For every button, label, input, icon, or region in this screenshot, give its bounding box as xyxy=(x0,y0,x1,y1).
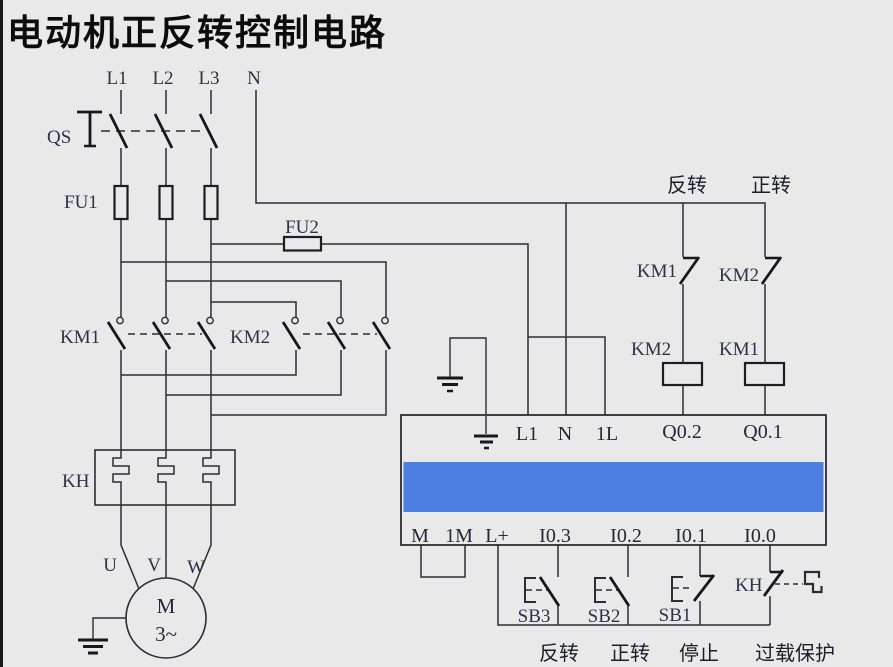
coil-icon xyxy=(743,361,786,387)
contactor-contact-icons xyxy=(106,316,392,350)
fuse-icon xyxy=(158,184,174,221)
terminal-w-label: W xyxy=(187,557,205,578)
plc-terminal-i01: I0.1 xyxy=(675,525,707,547)
button-actuator-icon xyxy=(671,576,683,602)
heater-element-icon xyxy=(192,350,220,590)
plc-terminal-1l: 1L xyxy=(596,423,618,445)
km1-main-label: KM1 xyxy=(60,327,100,348)
plc-terminal-n: N xyxy=(558,423,572,445)
heater-element-icon xyxy=(112,350,140,590)
supply-wires xyxy=(120,90,766,317)
sb3-label: SB3 xyxy=(518,606,551,627)
overload-trip-icon xyxy=(803,570,823,594)
thermal-relay-box xyxy=(94,449,236,506)
kh-contact-label: KH xyxy=(735,575,763,596)
plc-terminal-q02: Q0.2 xyxy=(662,421,701,443)
overload-contact-kh: KH xyxy=(735,569,823,597)
control-fuse-fu2: FU2 xyxy=(211,217,529,415)
input-circuits: SB3 SB2 SB1 KH 反转 正转 停止 过载保护 xyxy=(420,545,835,665)
heater-element-icon xyxy=(157,350,175,578)
kh-label: KH xyxy=(62,471,90,492)
fuse-icon xyxy=(203,184,219,221)
nc-contact-km2-label: KM2 xyxy=(719,265,759,286)
input-common-rail xyxy=(497,545,770,626)
plc-supply-wires xyxy=(437,203,606,415)
pushbutton-sb3: SB3 xyxy=(518,576,561,627)
coil-km1-label: KM1 xyxy=(719,339,759,360)
1l-jumper-wire xyxy=(528,336,606,415)
plc-terminal-i00: I0.0 xyxy=(744,525,776,547)
forward-branch-caption: 正转 xyxy=(751,174,791,197)
fuse-icon xyxy=(113,184,129,221)
neutral-wire xyxy=(255,90,766,257)
main-fuse-fu1: FU1 xyxy=(64,184,219,221)
plc-terminal-m: M xyxy=(411,525,429,547)
pushbutton-sb2: SB2 xyxy=(588,576,631,627)
supply-labels: L1 L2 L3 N xyxy=(106,68,261,89)
motor-label: M xyxy=(157,594,176,618)
disconnect-switch-qs: QS xyxy=(47,110,219,149)
qs-blade-icon xyxy=(198,113,219,149)
qs-blade-icon xyxy=(108,113,129,149)
phase-label-l2: L2 xyxy=(152,68,173,89)
no-contact-icon xyxy=(538,576,561,607)
plc-terminal-q01: Q0.1 xyxy=(743,421,782,443)
nc-contact-km1-label: KM1 xyxy=(637,261,677,282)
reverse-branch-caption: 反转 xyxy=(667,174,707,197)
no-contact-icon xyxy=(608,576,631,607)
sb1-label: SB1 xyxy=(659,605,692,626)
pushbutton-sb1: SB1 xyxy=(659,574,716,626)
fu2-label: FU2 xyxy=(285,217,319,238)
terminal-v-label: V xyxy=(147,555,161,576)
qs-blade-icon xyxy=(153,113,174,149)
circuit-diagram: 电动机正反转控制电路 L1 L2 L3 N QS FU1 FU2 xyxy=(7,13,835,665)
phase-label-l1: L1 xyxy=(106,68,127,89)
coil-km2-label: KM2 xyxy=(631,339,671,360)
phase-label-l3: L3 xyxy=(198,68,219,89)
page-title: 电动机正反转控制电路 xyxy=(7,13,387,54)
plc-terminal-1m: 1M xyxy=(445,525,473,547)
qs-label: QS xyxy=(47,127,71,148)
caption-forward: 正转 xyxy=(610,642,650,665)
m-1m-jumper-wire xyxy=(420,545,466,578)
km2-main-label: KM2 xyxy=(230,327,270,348)
thermal-relay-kh: KH xyxy=(62,350,236,590)
fuse-icon xyxy=(282,235,323,252)
button-actuator-icon xyxy=(524,577,536,603)
button-actuator-icon xyxy=(594,577,606,603)
output-branches: 反转 正转 KM1 KM2 KM2 KM1 xyxy=(631,174,791,415)
coil-icon xyxy=(661,361,704,387)
forward-branch: KM2 KM1 xyxy=(719,256,786,415)
caption-overload: 过载保护 xyxy=(755,642,835,665)
plc-display-band xyxy=(403,462,824,512)
plc-terminal-i02: I0.2 xyxy=(610,525,642,547)
plc-terminal-lplus: L+ xyxy=(485,525,509,547)
caption-stop: 停止 xyxy=(679,642,719,665)
reverse-branch: KM1 KM2 xyxy=(631,256,704,415)
sb2-label: SB2 xyxy=(588,606,621,627)
plc-terminal-i03: I0.3 xyxy=(539,525,571,547)
plc-block: L1 N 1L Q0.2 Q0.1 M 1M L+ I0.3 I0.2 I0.1… xyxy=(400,414,827,547)
motor-circle-icon xyxy=(125,577,207,659)
neutral-label: N xyxy=(247,68,261,89)
plc-terminal-l1: L1 xyxy=(516,423,538,445)
motor-ground-icon xyxy=(78,617,126,655)
earth-ground-icon xyxy=(437,337,487,414)
caption-reverse: 反转 xyxy=(539,642,579,665)
plc-pe-ground-icon xyxy=(474,416,498,450)
terminal-u-label: U xyxy=(103,555,117,576)
plc-outline xyxy=(400,414,827,546)
motor: U V W M 3~ xyxy=(78,555,207,659)
motor-type-label: 3~ xyxy=(155,622,177,646)
main-contacts: KM1 KM2 xyxy=(60,261,392,416)
fu1-label: FU1 xyxy=(64,192,98,213)
